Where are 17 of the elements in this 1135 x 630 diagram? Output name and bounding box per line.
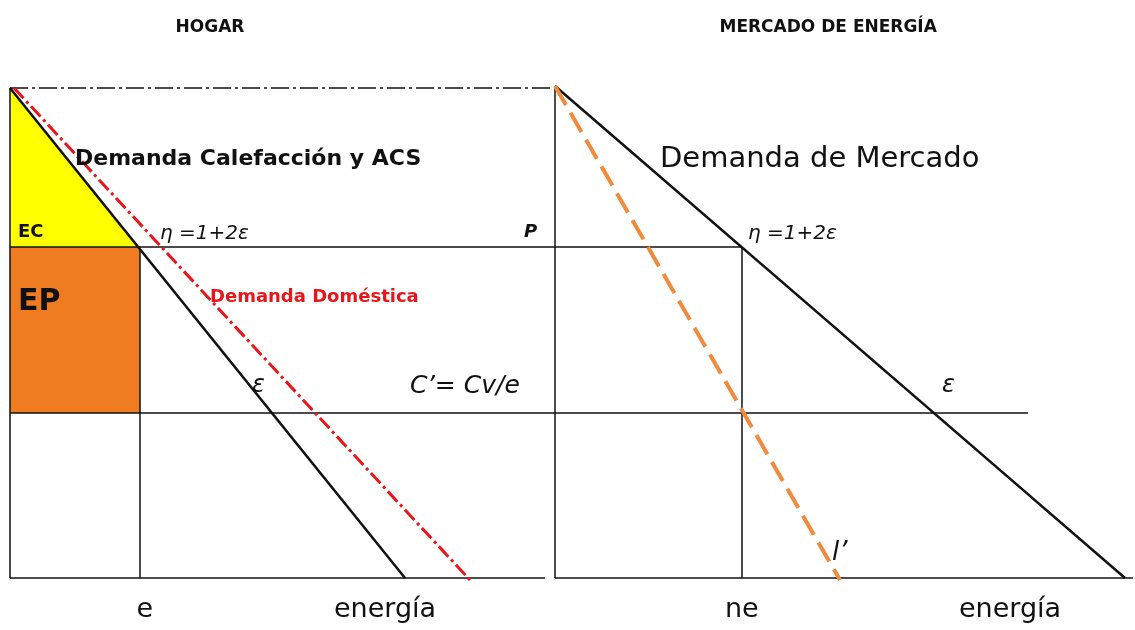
curve-label: Demanda de Mercado [660, 143, 980, 172]
axis-label: energía [334, 594, 437, 621]
axis-label: e [136, 594, 154, 621]
elasticity-label: ε [942, 372, 955, 396]
curve-label: Demanda Calefacción y ACS [75, 147, 422, 169]
rectangle-area [10, 247, 140, 413]
curve-label: Demanda Doméstica [210, 287, 419, 305]
area-label: EC [18, 222, 44, 240]
elasticity-label: η =1+2ε [748, 222, 837, 242]
elasticity-label: η =1+2ε [160, 222, 249, 242]
axis-label: energía [959, 594, 1062, 621]
area-label: EP [18, 285, 61, 315]
cost-label: C’= Cv/e [410, 372, 520, 397]
axis-label: ne [725, 594, 759, 621]
axis-label: P [524, 222, 538, 240]
curve-label: l’ [832, 538, 848, 564]
panel-title: HOGAR [175, 18, 245, 35]
